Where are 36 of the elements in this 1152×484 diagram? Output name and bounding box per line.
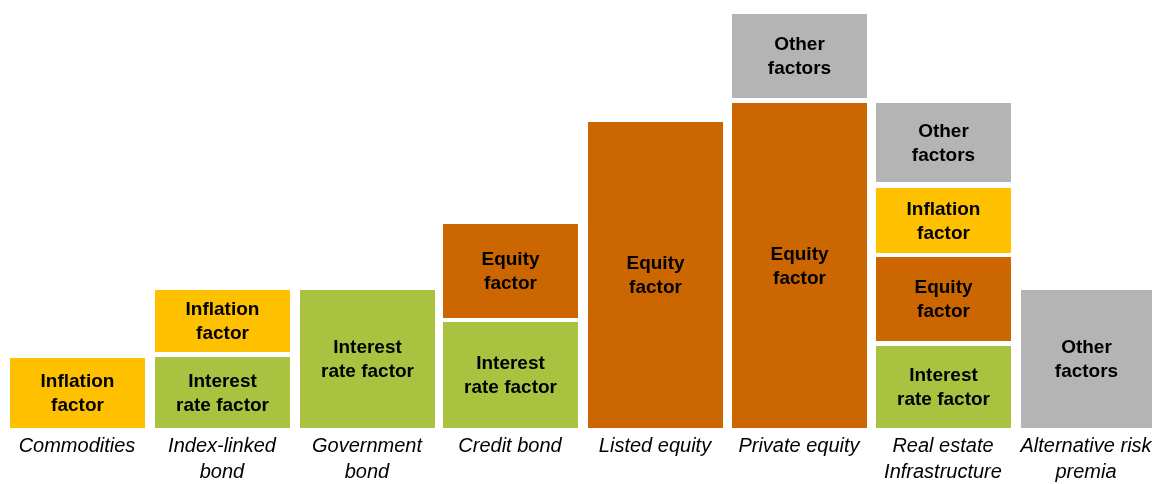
factor-block (10, 358, 145, 428)
category-label: Listed equity (597, 433, 713, 458)
category-label: Government bond (310, 433, 424, 484)
category-label: Commodities (17, 433, 137, 458)
block-label: Interest rate factor (896, 363, 991, 411)
factor-block (588, 122, 723, 428)
category-label: Index-linked bond (167, 433, 278, 484)
factor-block (155, 290, 290, 352)
block-label: Other factors (766, 32, 833, 80)
block-label: Inflation factor (905, 196, 982, 245)
factor-block (876, 257, 1011, 341)
block-label: Inflation factor (39, 369, 116, 417)
factor-block (155, 357, 290, 428)
factor-block (876, 346, 1011, 428)
factor-block (443, 224, 578, 318)
block-label: Equity factor (769, 241, 830, 290)
block-label: Interest rate factor (175, 368, 270, 417)
category-label: Real estate Infrastructure (883, 433, 1003, 484)
factor-block (443, 322, 578, 428)
block-label: Equity factor (625, 251, 686, 299)
block-label: Other factors (1053, 335, 1120, 383)
block-label: Equity factor (913, 275, 974, 323)
category-label: Private equity (737, 433, 862, 458)
block-label: Interest rate factor (463, 351, 558, 399)
category-label: Alternative risk premia (1018, 433, 1152, 484)
factor-block (732, 14, 867, 98)
block-label: Other factors (910, 118, 977, 167)
factor-block (300, 290, 435, 428)
block-label: Inflation factor (184, 297, 261, 345)
factor-block (732, 103, 867, 428)
category-label: Credit bond (457, 433, 563, 458)
block-label: Equity factor (480, 247, 541, 295)
block-label: Interest rate factor (320, 335, 415, 383)
factor-block (1021, 290, 1152, 428)
factor-block (876, 103, 1011, 182)
factor-block (876, 188, 1011, 253)
